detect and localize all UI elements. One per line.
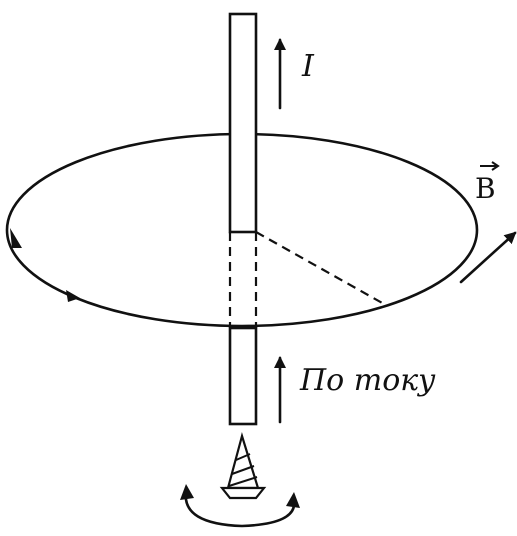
field-direction-arrow-left (10, 228, 22, 248)
b-vector-arrow (459, 231, 517, 284)
conductor-lower (228, 326, 258, 426)
field-direction-arrow-bottom (66, 290, 80, 302)
radius-dashed-line (255, 231, 385, 305)
rotation-arrow-icon (180, 484, 300, 528)
current-label: I (301, 49, 315, 84)
gimlet-screw-icon (219, 432, 267, 500)
svg-text:B: B (475, 172, 496, 205)
screw-direction-label: По току (299, 363, 436, 398)
conductor-upper (228, 12, 258, 234)
field-vector-label: B (475, 161, 500, 205)
conductor-hidden-part (228, 232, 258, 328)
